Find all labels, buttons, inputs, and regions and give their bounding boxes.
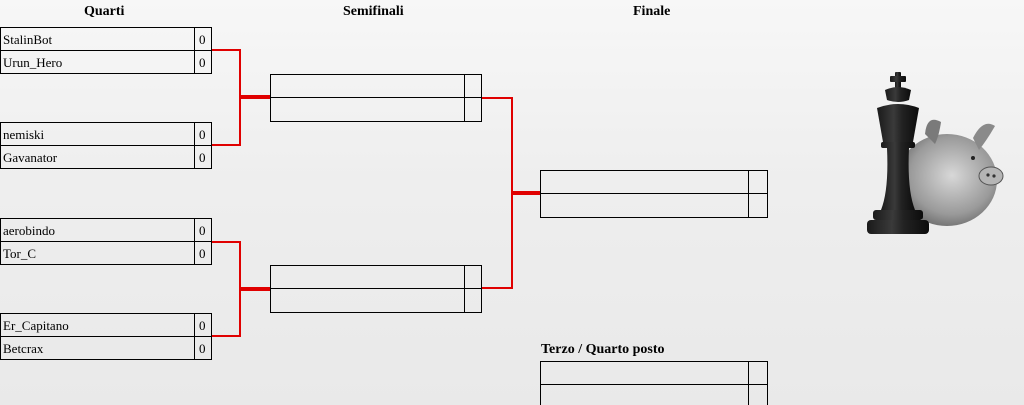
quarterfinal-slot[interactable]: Er_Capitano 0 [1,314,211,337]
player-name: Gavanator [3,150,58,165]
score-cell [464,289,481,312]
player-name: Er_Capitano [3,318,69,333]
final-slot[interactable] [541,194,767,217]
player-score: 0 [199,55,206,70]
score-cell [464,98,481,121]
semifinal-slot[interactable] [271,289,481,312]
semifinal-match-2 [270,265,482,313]
connector-qf3 [212,241,241,337]
score-cell [748,362,767,384]
semifinal-slot[interactable] [271,266,481,289]
chess-king-pig-image [867,72,1004,234]
connector-sf [482,97,513,289]
score-cell: 0 [194,219,211,241]
quarterfinal-match-4: Er_Capitano 0 Betcrax 0 [0,313,212,360]
score-cell: 0 [194,314,211,336]
score-cell: 0 [194,146,211,169]
player-name: aerobindo [3,223,55,238]
score-cell: 0 [194,337,211,360]
player-score: 0 [199,32,206,47]
quarterfinal-slot[interactable]: StalinBot 0 [1,28,211,51]
score-cell [748,171,767,193]
semifinal-slot[interactable] [271,98,481,121]
final-match [540,170,768,218]
player-name: Betcrax [3,341,44,356]
semifinal-slot[interactable] [271,75,481,98]
quarterfinal-match-2: nemiski 0 Gavanator 0 [0,122,212,169]
quarterfinal-slot[interactable]: Tor_C 0 [1,242,211,265]
player-name: StalinBot [3,32,53,47]
chess-king-figure [867,72,929,234]
quarterfinal-slot[interactable]: aerobindo 0 [1,219,211,242]
score-cell: 0 [194,28,211,50]
final-heading: Finale [633,4,671,19]
player-score: 0 [199,318,206,333]
connector-qf1 [212,49,241,146]
quarterfinal-slot[interactable]: Urun_Hero 0 [1,51,211,74]
quarterfinal-match-1: StalinBot 0 Urun_Hero 0 [0,27,212,74]
quarterfinal-slot[interactable]: Betcrax 0 [1,337,211,360]
third-place-slot[interactable] [541,362,767,385]
player-score: 0 [199,127,206,142]
player-score: 0 [199,341,206,356]
player-score: 0 [199,246,206,261]
quarterfinal-slot[interactable]: Gavanator 0 [1,146,211,169]
score-cell [464,266,481,288]
player-name: Tor_C [3,246,37,261]
score-cell: 0 [194,123,211,145]
player-score: 0 [199,150,206,165]
player-name: nemiski [3,127,45,142]
pig-figure [897,119,1004,226]
score-cell: 0 [194,51,211,74]
player-name: Urun_Hero [3,55,63,70]
score-cell [464,75,481,97]
third-place-match [540,361,768,405]
semifinal-match-1 [270,74,482,122]
semifinals-heading: Semifinali [343,4,404,19]
quarterfinal-match-3: aerobindo 0 Tor_C 0 [0,218,212,265]
player-score: 0 [199,223,206,238]
quarterfinals-heading: Quarti [84,4,125,19]
quarterfinal-slot[interactable]: nemiski 0 [1,123,211,146]
final-slot[interactable] [541,171,767,194]
third-place-heading: Terzo / Quarto posto [541,342,665,357]
third-place-slot[interactable] [541,385,767,405]
score-cell [748,194,767,217]
score-cell [748,385,767,405]
score-cell: 0 [194,242,211,265]
